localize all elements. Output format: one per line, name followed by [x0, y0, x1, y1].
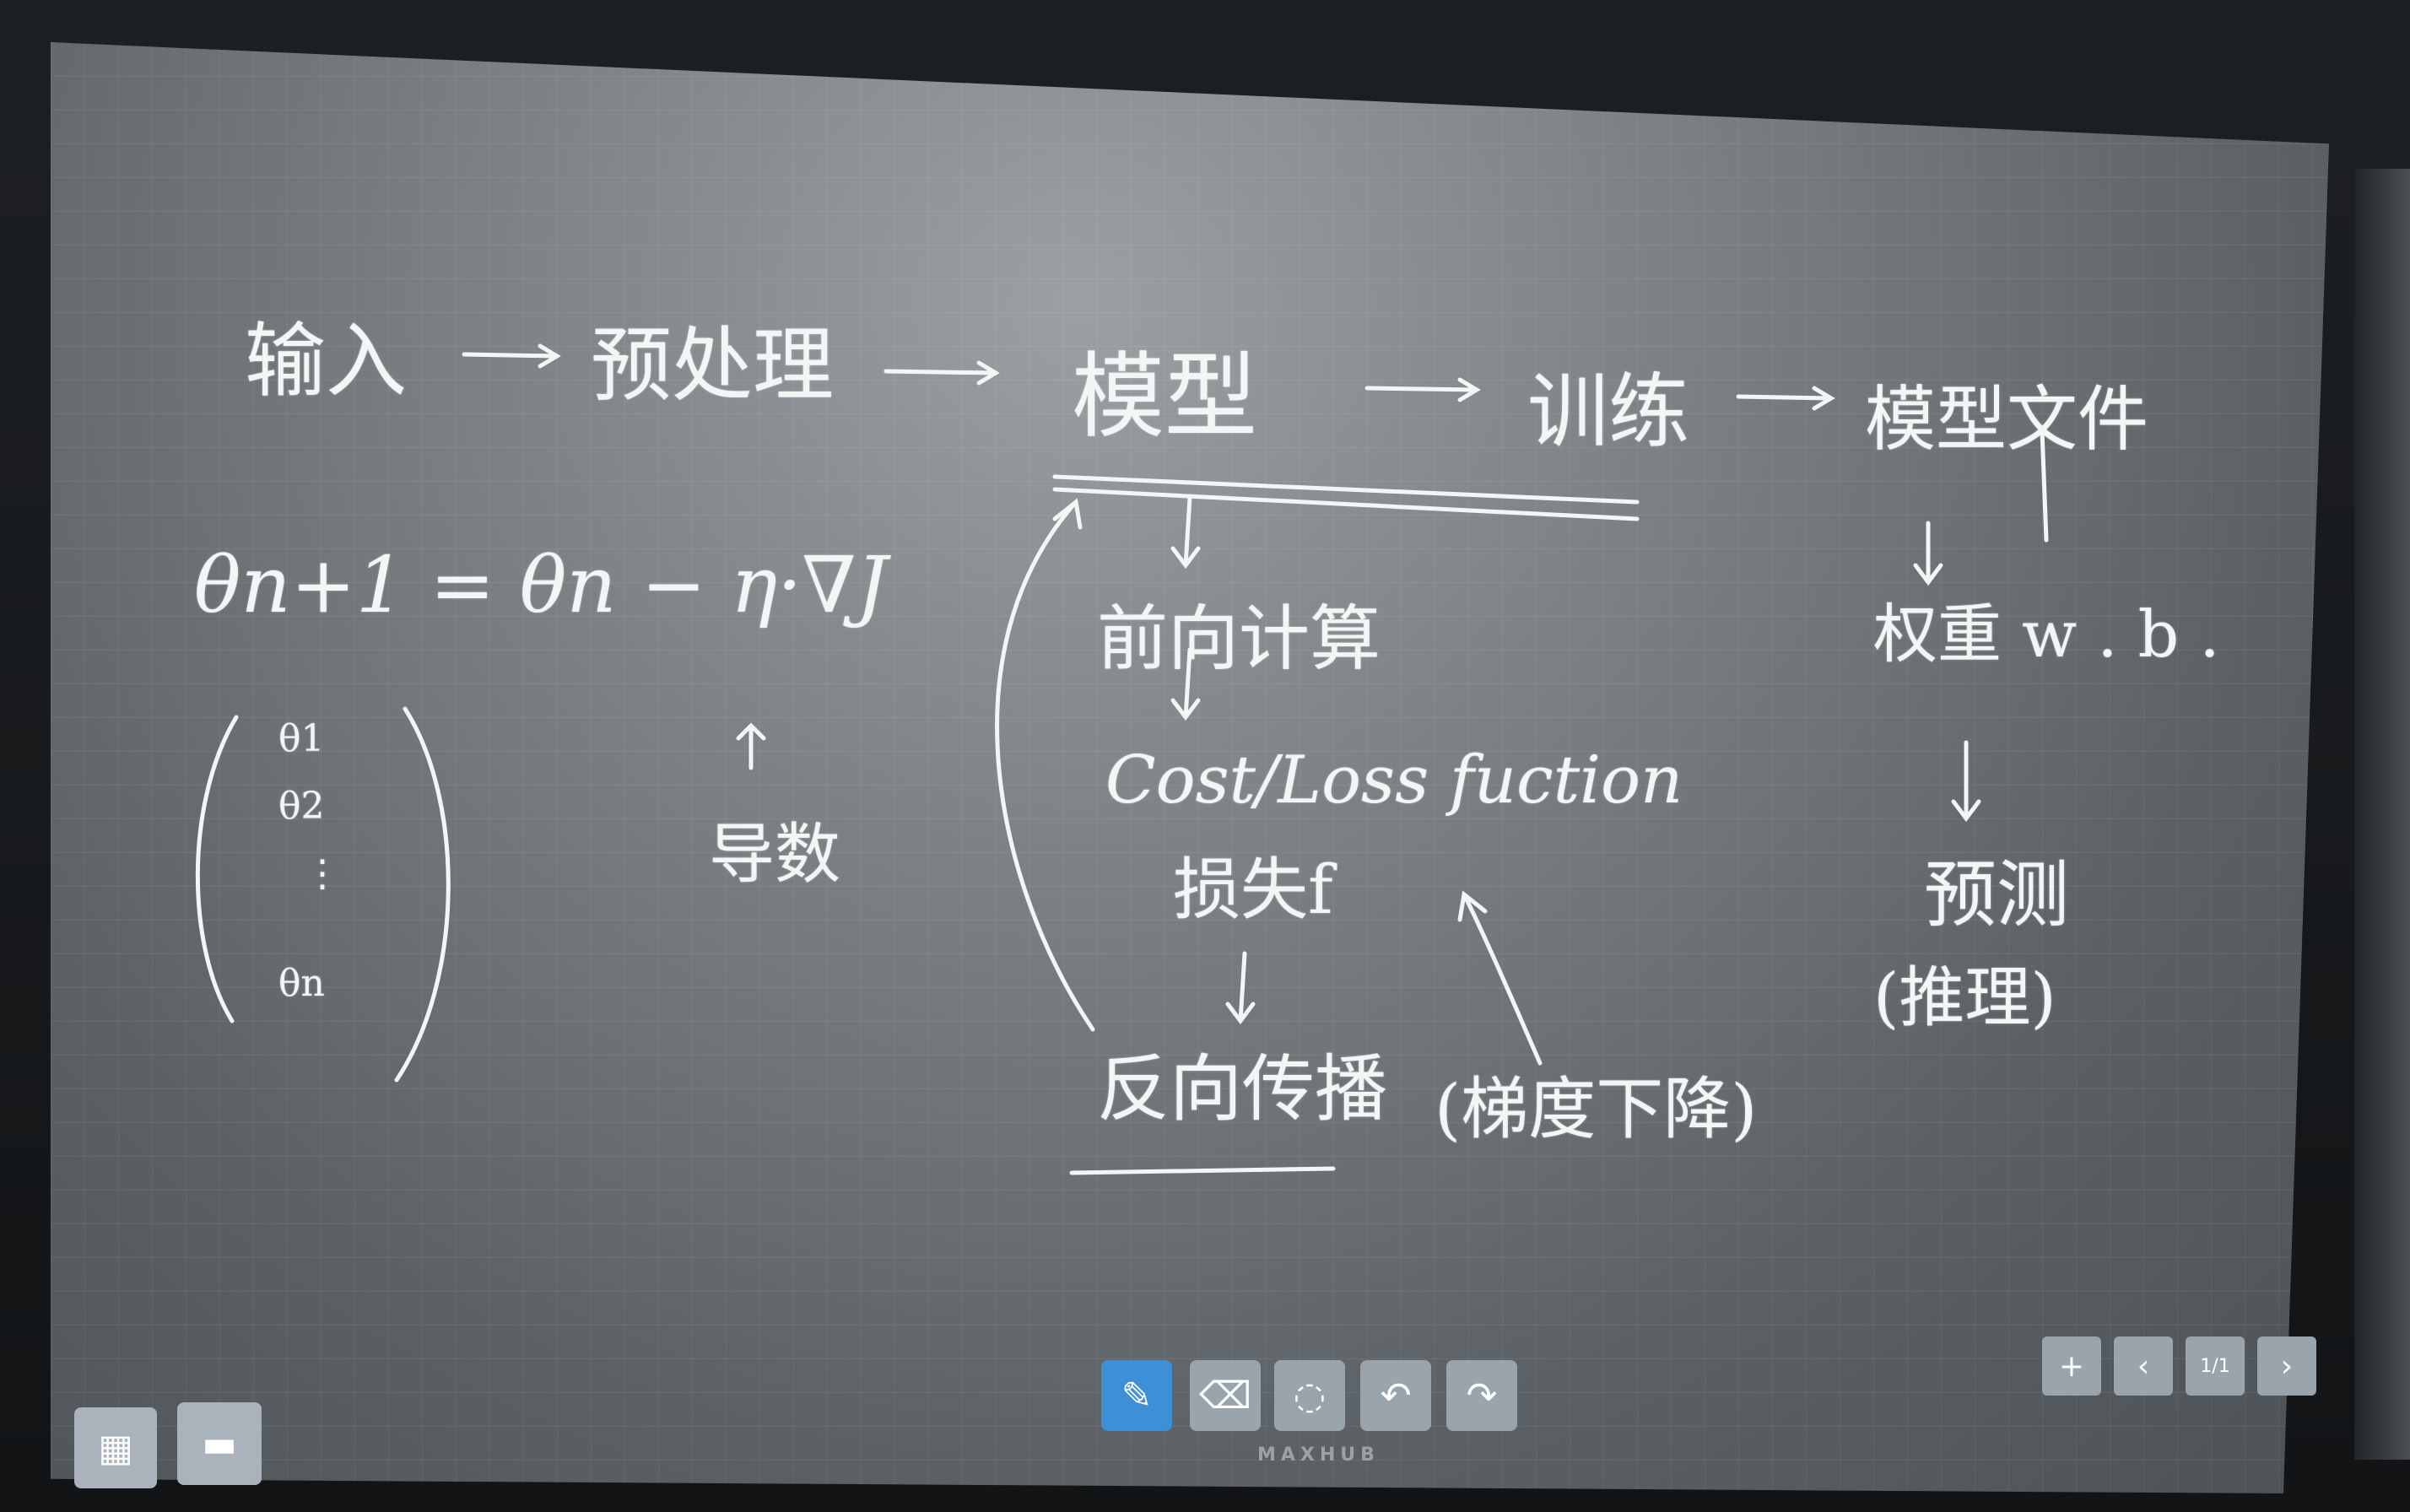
arrow-up-grad: [1457, 890, 1543, 1066]
folder-button[interactable]: ▬: [177, 1402, 262, 1485]
label-cost: Cost/Loss fuction: [1105, 742, 1683, 818]
chevron-right-icon: ›: [2280, 1348, 2294, 1384]
vector-dots: ⋮: [304, 852, 341, 895]
apps-grid-button[interactable]: ▦: [74, 1407, 157, 1488]
label-loss-cn: 损失f: [1173, 850, 1333, 929]
plus-icon: +: [2058, 1348, 2085, 1384]
label-weights: 权重 w . b .: [1873, 597, 2220, 672]
label-train: 训练: [1527, 364, 1689, 459]
chevron-left-icon: ‹: [2137, 1348, 2150, 1384]
adjacent-screen-edge: [2354, 169, 2410, 1460]
handwriting-strokes: [195, 343, 2049, 1175]
brand-logo: MAXHUB: [1257, 1444, 1380, 1466]
arrow-down-4: [1913, 521, 1943, 586]
pen-icon: ✎: [1121, 1374, 1153, 1418]
prev-page-button[interactable]: ‹: [2114, 1336, 2173, 1396]
lasso-button[interactable]: ◌: [1274, 1360, 1345, 1431]
underline-back: [1069, 1166, 1336, 1175]
lasso-icon: ◌: [1293, 1374, 1327, 1418]
arrow-down-2: [1170, 647, 1201, 721]
eraser-button[interactable]: ⌫: [1190, 1360, 1261, 1431]
next-page-button[interactable]: ›: [2257, 1336, 2316, 1396]
label-predict: 预测: [1924, 853, 2069, 937]
pen-button[interactable]: ✎: [1101, 1360, 1172, 1431]
undo-button[interactable]: ↶: [1360, 1360, 1431, 1431]
arrow-4: [1736, 386, 1835, 411]
arrow-down-3: [1225, 951, 1256, 1025]
label-backprop: 反向传播: [1097, 1047, 1387, 1131]
whiteboard-canvas[interactable]: 输入 预处理 模型 训练 模型文件 前向计算 Cost/Loss fuction…: [51, 42, 2329, 1493]
label-input: 输入: [245, 314, 407, 408]
label-theta-1: θ1: [278, 717, 325, 760]
add-page-button[interactable]: +: [2042, 1336, 2101, 1396]
label-theta-2: θ2: [278, 785, 325, 828]
arrow-up-deriv: [736, 722, 766, 770]
arrow-1: [462, 343, 561, 369]
redo-icon: ↷: [1466, 1374, 1498, 1418]
underline-2: [1052, 487, 1640, 521]
page-indicator: 1/1: [2186, 1336, 2245, 1396]
label-derivative: 导数: [709, 817, 841, 893]
eraser-icon: ⌫: [1198, 1374, 1252, 1418]
bracket-left: [195, 715, 239, 1023]
arrow-3: [1364, 377, 1481, 402]
folder-icon: ▬: [202, 1422, 237, 1466]
redo-button[interactable]: ↷: [1446, 1360, 1517, 1431]
label-preprocess: 预处理: [591, 318, 834, 413]
arrow-down-1: [1170, 495, 1201, 570]
bracket-right: [394, 706, 451, 1083]
arrow-2: [883, 360, 1000, 386]
arrow-down-5: [1951, 740, 1981, 823]
label-theta-n: θn: [278, 962, 325, 1005]
underline-1: [1052, 474, 1640, 505]
grid-icon: ▦: [98, 1426, 133, 1470]
feedback-curve: [995, 498, 1095, 1032]
undo-icon: ↶: [1380, 1374, 1412, 1418]
label-formula: θn+1 = θn − η·∇J: [194, 540, 888, 630]
label-gradient-descent: (梯度下降): [1435, 1070, 1758, 1148]
label-model: 模型: [1072, 343, 1257, 451]
vertical-model-file: [2040, 428, 2049, 543]
label-forward: 前向计算: [1097, 597, 1381, 680]
label-inference: (推理): [1873, 960, 2056, 1036]
label-model-file: 模型文件: [1865, 378, 2149, 461]
